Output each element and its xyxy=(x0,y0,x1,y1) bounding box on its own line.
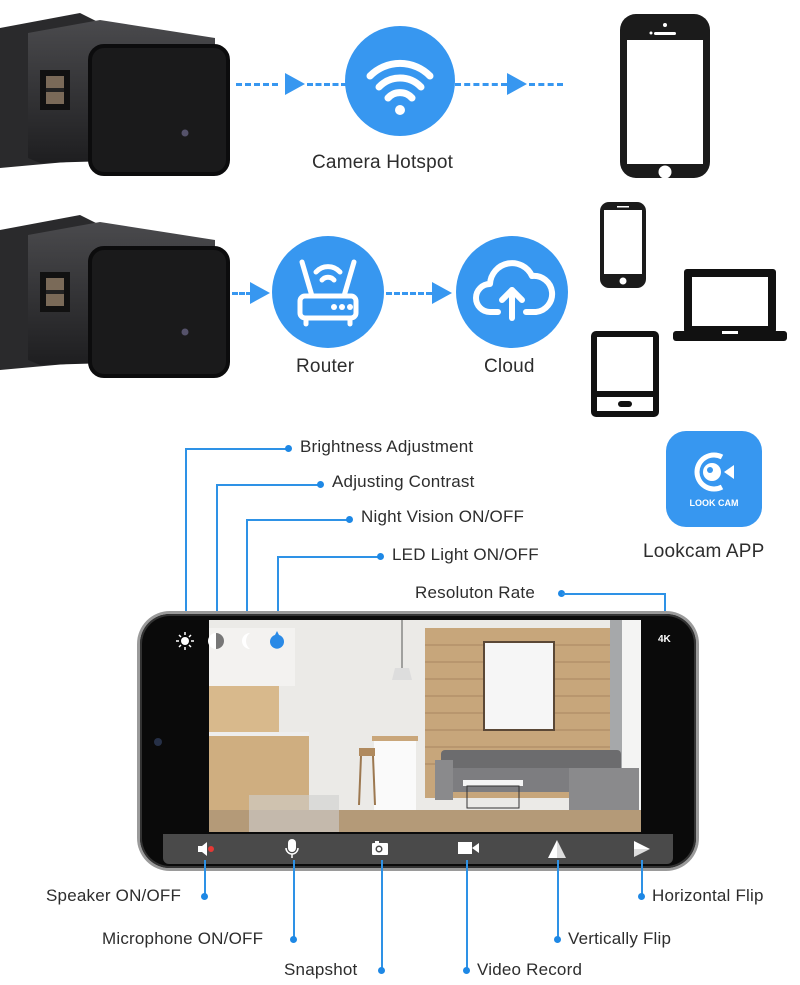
arrow-icon xyxy=(507,73,527,95)
callout-line xyxy=(466,860,468,970)
callout-dot xyxy=(378,967,385,974)
callout-microphone: Microphone ON/OFF xyxy=(102,929,264,948)
arrow-icon xyxy=(432,282,452,304)
resolution-badge[interactable]: 4K xyxy=(658,634,671,645)
vertical-flip-icon[interactable] xyxy=(547,839,567,859)
hotspot-node xyxy=(345,26,455,136)
callout-dot xyxy=(317,481,324,488)
callout-resolution: Resoluton Rate xyxy=(415,583,535,602)
callout-line xyxy=(277,556,279,632)
microphone-icon[interactable] xyxy=(285,838,299,860)
callout-line xyxy=(641,860,643,896)
horizontal-flip-icon[interactable] xyxy=(633,840,651,858)
arrow-icon xyxy=(285,73,305,95)
callout-line xyxy=(204,860,206,896)
callout-line xyxy=(277,556,379,558)
callout-line xyxy=(216,484,218,638)
callout-contrast: Adjusting Contrast xyxy=(332,472,475,491)
contrast-icon[interactable] xyxy=(207,632,225,650)
usb-charger-camera xyxy=(0,8,230,178)
callout-dot xyxy=(554,936,561,943)
callout-dot xyxy=(285,445,292,452)
callout-speaker: Speaker ON/OFF xyxy=(46,886,182,905)
video-record-icon[interactable] xyxy=(458,841,480,855)
app-icon-text: LOOK CAM xyxy=(689,498,739,508)
callout-dot xyxy=(346,516,353,523)
callout-line xyxy=(216,484,319,486)
callout-dot xyxy=(558,590,565,597)
dashed-connector xyxy=(386,292,432,295)
speaker-icon[interactable] xyxy=(197,840,217,858)
laptop-icon xyxy=(673,269,787,341)
arrow-icon xyxy=(250,282,270,304)
callout-line xyxy=(246,519,248,631)
hotspot-label: Camera Hotspot xyxy=(312,152,454,173)
callout-vertical-flip: Vertically Flip xyxy=(568,929,672,948)
callout-video-record: Video Record xyxy=(477,960,583,979)
app-label: Lookcam APP xyxy=(643,541,765,562)
dashed-connector xyxy=(236,83,278,86)
brightness-icon[interactable] xyxy=(176,632,194,650)
dashed-connector xyxy=(232,292,252,295)
dashed-connector xyxy=(307,83,347,86)
router-label: Router xyxy=(296,356,355,377)
callout-dot xyxy=(290,936,297,943)
callout-dot xyxy=(463,967,470,974)
smartphone-icon xyxy=(620,14,710,179)
tablet-icon xyxy=(591,331,659,417)
lookcam-app-icon[interactable]: LOOK CAM xyxy=(666,431,762,527)
wifi-icon xyxy=(366,59,434,115)
phone-frame: 4K xyxy=(140,614,696,868)
callout-line xyxy=(185,448,187,638)
callout-line xyxy=(381,860,383,970)
callout-line xyxy=(557,860,559,939)
night-vision-icon[interactable] xyxy=(238,632,254,650)
smartphone-icon xyxy=(600,202,646,288)
snapshot-camera-icon[interactable] xyxy=(371,840,389,856)
router-icon xyxy=(297,259,359,327)
callout-night-vision: Night Vision ON/OFF xyxy=(361,507,525,526)
callout-dot xyxy=(201,893,208,900)
callout-snapshot: Snapshot xyxy=(284,960,358,979)
callout-line xyxy=(246,519,348,521)
router-node xyxy=(272,236,384,348)
cloud-node xyxy=(456,236,568,348)
callout-line xyxy=(185,448,287,450)
front-camera-icon xyxy=(154,738,162,746)
usb-charger-camera xyxy=(0,210,230,380)
callout-line xyxy=(293,860,295,939)
live-video-feed[interactable] xyxy=(209,620,641,832)
camera-eye-icon xyxy=(694,452,734,492)
callout-horizontal-flip: Horizontal Flip xyxy=(652,886,764,905)
dashed-connector xyxy=(455,83,507,86)
callout-dot xyxy=(638,893,645,900)
led-light-icon[interactable] xyxy=(268,631,286,653)
callout-led-light: LED Light ON/OFF xyxy=(392,545,539,564)
cloud-upload-icon xyxy=(473,260,556,321)
callout-line xyxy=(562,593,666,595)
dashed-connector xyxy=(529,83,563,86)
callout-brightness: Brightness Adjustment xyxy=(300,437,474,456)
control-bar xyxy=(163,834,673,864)
cloud-label: Cloud xyxy=(484,356,535,377)
callout-dot xyxy=(377,553,384,560)
